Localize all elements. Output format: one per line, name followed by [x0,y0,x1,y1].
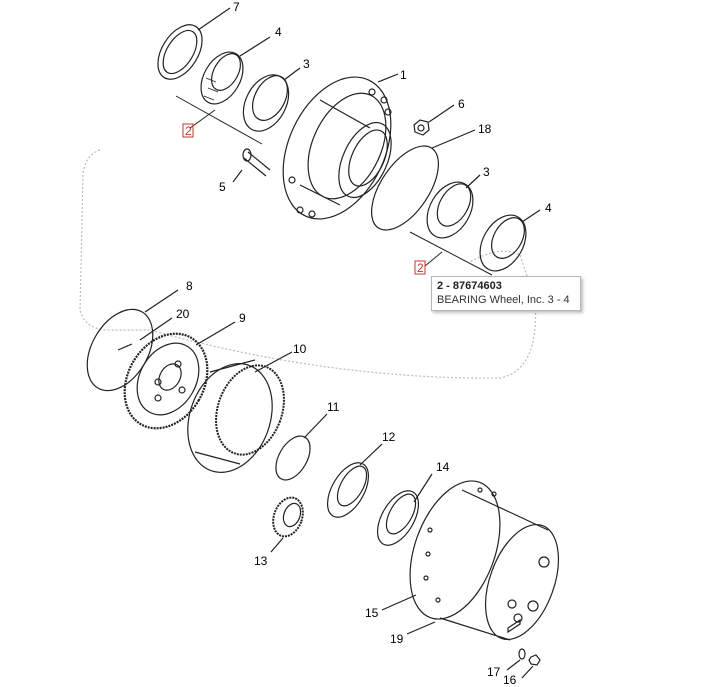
callout-11[interactable]: 11 [327,400,340,414]
callout-1[interactable]: 1 [400,68,407,82]
part-20-pin[interactable] [117,317,173,351]
part-1-wheel-hub[interactable] [262,60,412,237]
callout-labels: 7 4 3 1 6 18 3 4 2 2 5 8 20 9 10 11 12 1… [176,0,552,687]
part-13-planet-gear[interactable] [268,493,308,553]
part-18-o-ring[interactable] [358,129,476,241]
callout-3-upper[interactable]: 3 [303,57,310,71]
callout-5[interactable]: 5 [219,180,226,194]
part-4-bearing-cone-lower[interactable] [471,207,541,279]
part-15-planetary-housing[interactable] [381,469,573,650]
callout-13[interactable]: 13 [254,554,268,568]
callout-19[interactable]: 19 [390,632,404,646]
callout-10[interactable]: 10 [293,342,307,356]
part-7-seal[interactable] [149,7,231,87]
bracket-2-lower [409,231,493,276]
callout-17[interactable]: 17 [487,665,501,679]
part-11-retaining-ring[interactable] [269,413,328,486]
callout-8[interactable]: 8 [186,279,193,293]
callout-18[interactable]: 18 [478,122,492,136]
callout-16[interactable]: 16 [503,673,517,687]
part-16-nut[interactable] [521,654,541,679]
callout-4-lower[interactable]: 4 [545,201,552,215]
part-3-bearing-cup[interactable] [234,67,301,139]
part-tooltip: 2 - 87674603 BEARING Wheel, Inc. 3 - 4 [431,276,581,311]
callout-2-upper-box [182,123,194,138]
part-9-sun-gear[interactable] [108,319,236,444]
callout-2-lower-box [414,260,426,275]
bracket-2-upper [175,95,263,145]
callout-6[interactable]: 6 [458,97,465,111]
part-10-ring-gear[interactable] [173,351,296,485]
callout-3-lower[interactable]: 3 [483,165,490,179]
callout-12[interactable]: 12 [382,430,396,444]
callout-20[interactable]: 20 [176,307,190,321]
part-3-bearing-cup-lower[interactable] [418,174,483,246]
callout-14[interactable]: 14 [436,460,450,474]
callout-7[interactable]: 7 [233,0,240,14]
part-6-nut[interactable] [413,104,455,136]
callout-2-lower[interactable]: 2 [417,261,424,275]
part-4-bearing-cone[interactable] [192,36,271,111]
callout-4-upper[interactable]: 4 [275,25,282,39]
callout-2-upper[interactable]: 2 [185,124,192,138]
part-17-washer[interactable] [506,648,526,671]
part-14-seal[interactable] [369,473,433,552]
callout-9[interactable]: 9 [239,311,246,325]
part-5-wheel-stud[interactable] [232,148,271,183]
part-12-spacer[interactable] [319,443,383,524]
tooltip-part-description: BEARING Wheel, Inc. 3 - 4 [437,294,570,306]
callout-15[interactable]: 15 [365,606,379,620]
tooltip-part-number: 2 - 87674603 [437,280,502,292]
